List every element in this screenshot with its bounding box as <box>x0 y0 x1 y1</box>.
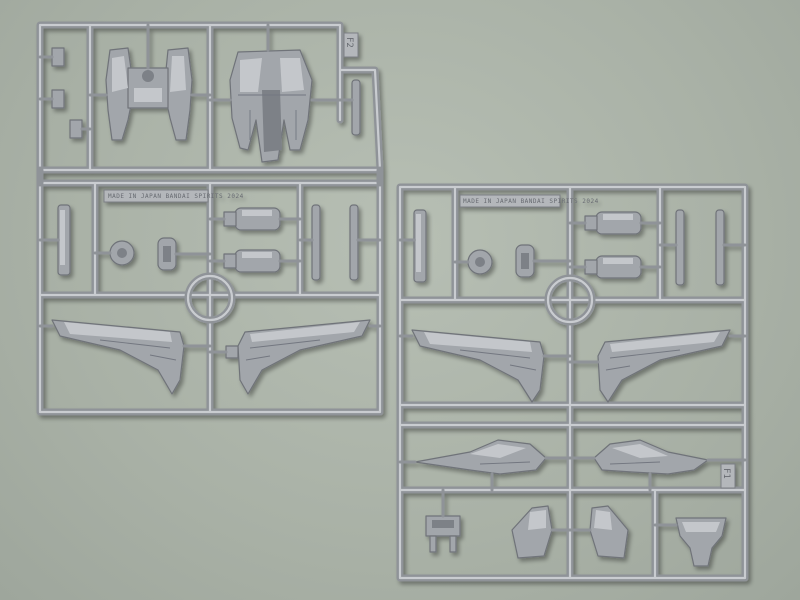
label-strip-left: MADE IN JAPAN BANDAI SPIRITS 2024 <box>103 189 244 203</box>
part-f2-thruster-upper <box>208 207 302 231</box>
sprue-tag-text: F2 <box>344 37 354 48</box>
part-f1-blades <box>658 209 747 286</box>
part-f1-clamp <box>425 488 461 553</box>
part-f1-fin-right <box>568 439 747 492</box>
label-strip-text: MADE IN JAPAN BANDAI SPIRITS 2024 <box>108 193 244 200</box>
part-f2-bracket <box>157 237 212 271</box>
part-f1-housing <box>653 517 727 567</box>
sprue-left: F2 MADE IN JAPAN BANDAI SPIRITS 2024 <box>36 21 384 416</box>
sprue-left-upper-frame <box>36 21 384 174</box>
part-f2-rod <box>38 204 71 276</box>
sprue-left-lower-frame <box>36 166 384 416</box>
part-f1-wing-right <box>568 329 747 403</box>
part-f2-wing-left <box>38 319 212 395</box>
part-f1-shoulder-left <box>511 505 572 559</box>
label-strip-text: MADE IN JAPAN BANDAI SPIRITS 2024 <box>463 198 599 205</box>
sprue-tag-text: F1 <box>721 468 731 479</box>
part-f2-wheel <box>93 240 135 266</box>
part-f2-twin-nacelle <box>88 23 212 141</box>
part-f2-thruster-lower <box>208 249 302 273</box>
part-f1-bracket <box>515 244 572 278</box>
part-f1-thruster-lower <box>568 255 662 279</box>
part-f1-shoulder-right <box>568 505 629 559</box>
part-f2-blades <box>298 204 382 281</box>
part-f1-wing-left <box>398 329 572 403</box>
part-f2-main-body <box>208 23 342 163</box>
part-f1-fin-left <box>398 439 572 492</box>
part-f1-thruster-upper <box>568 211 662 235</box>
sprue-tag-f2: F2 <box>343 32 359 58</box>
part-f1-wheel <box>453 249 493 275</box>
sprue-tag-f1: F1 <box>720 463 736 489</box>
label-strip-right: MADE IN JAPAN BANDAI SPIRITS 2024 <box>459 194 599 208</box>
sprue-right: MADE IN JAPAN BANDAI SPIRITS 2024 <box>396 183 749 582</box>
part-f1-rod <box>398 209 427 283</box>
part-f2-wing-right <box>208 319 382 395</box>
